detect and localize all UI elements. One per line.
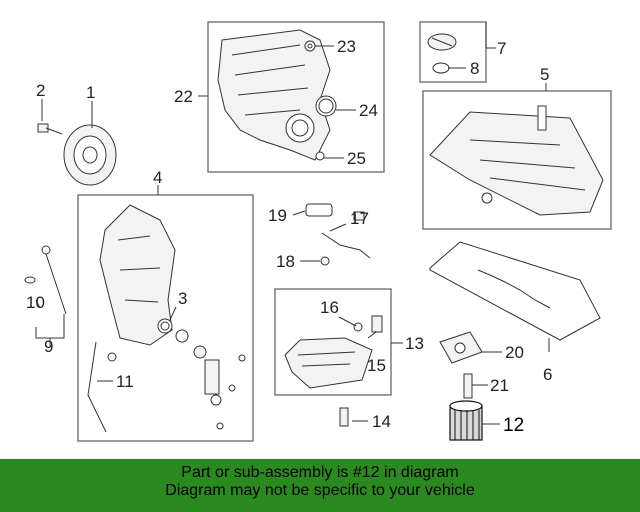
callout-14[interactable]: 14 <box>372 412 391 431</box>
callout-leader-lines <box>35 22 550 425</box>
intake-manifold-group-frame <box>207 21 385 173</box>
oil-pan-part[interactable] <box>284 337 373 389</box>
callout-12[interactable]: 12 <box>503 415 524 436</box>
banner-line-1: Part or sub-assembly is #12 in diagram <box>181 464 459 481</box>
callout-2[interactable]: 2 <box>36 81 45 100</box>
oil-filter-part[interactable] <box>449 400 483 441</box>
bolt-18[interactable] <box>320 256 330 266</box>
bolt-14[interactable] <box>339 407 349 427</box>
callout-23[interactable]: 23 <box>337 37 356 56</box>
callout-1[interactable]: 1 <box>86 83 95 102</box>
drain-plug-gasket-16[interactable] <box>353 322 363 332</box>
callout-18[interactable]: 18 <box>276 252 295 271</box>
oil-cap-group-frame <box>419 21 487 83</box>
callout-8[interactable]: 8 <box>470 59 479 78</box>
callout-17[interactable]: 17 <box>350 209 369 228</box>
callout-21[interactable]: 21 <box>490 376 509 395</box>
adapter-bolt-21[interactable] <box>463 373 473 399</box>
callout-13[interactable]: 13 <box>405 334 424 353</box>
oil-pipe-17[interactable] <box>321 211 371 259</box>
callout-7[interactable]: 7 <box>497 39 506 58</box>
oil-pump-components[interactable] <box>175 329 246 430</box>
exploded-parts-diagram: 1 2 3 4 5 6 7 8 9 10 11 12 13 14 15 16 1… <box>24 21 612 442</box>
callout-3[interactable]: 3 <box>178 289 187 308</box>
selected-part-banner: Part or sub-assembly is #12 in diagram D… <box>0 459 640 512</box>
intake-manifold-part[interactable] <box>217 29 331 161</box>
drain-plug-15[interactable] <box>371 315 383 333</box>
oil-dipstick-tube[interactable] <box>87 341 117 433</box>
callout-4[interactable]: 4 <box>153 168 162 187</box>
callout-20[interactable]: 20 <box>505 343 524 362</box>
timing-chain-cover[interactable] <box>99 204 176 346</box>
valve-cover-part[interactable] <box>429 105 604 216</box>
callout-5[interactable]: 5 <box>540 65 549 84</box>
manifold-seal-23[interactable] <box>304 40 316 52</box>
crankshaft-pulley[interactable] <box>63 124 117 186</box>
callout-6[interactable]: 6 <box>543 365 552 384</box>
valve-cover-gasket[interactable] <box>429 241 601 341</box>
oil-filler-cap[interactable] <box>427 33 457 51</box>
oil-filter-adapter[interactable] <box>439 331 483 364</box>
manifold-gasket-24[interactable] <box>315 95 337 117</box>
callout-11[interactable]: 11 <box>116 372 134 391</box>
callout-9[interactable]: 9 <box>44 337 53 356</box>
callout-15[interactable]: 15 <box>367 356 386 375</box>
callout-22[interactable]: 22 <box>174 87 193 106</box>
valve-cover-group-frame <box>422 90 612 230</box>
pulley-bolt[interactable] <box>37 123 63 135</box>
callout-25[interactable]: 25 <box>347 149 366 168</box>
callout-24[interactable]: 24 <box>359 101 378 120</box>
manifold-oring-25[interactable] <box>315 151 325 161</box>
banner-line-2: Diagram may not be specific to your vehi… <box>165 482 475 499</box>
oil-dipstick[interactable] <box>24 245 67 315</box>
front-seal-3[interactable] <box>157 318 173 334</box>
callout-labels: 1 2 3 4 5 6 7 8 9 10 11 12 13 14 15 16 1… <box>26 37 552 436</box>
callout-10[interactable]: 10 <box>26 293 45 312</box>
callout-19[interactable]: 19 <box>268 206 287 225</box>
oil-cap-seal[interactable] <box>432 62 450 74</box>
oil-pan-group-frame <box>274 288 392 396</box>
timing-cover-group-frame <box>77 194 254 442</box>
callout-16[interactable]: 16 <box>320 298 339 317</box>
gasket-19[interactable] <box>305 203 333 217</box>
